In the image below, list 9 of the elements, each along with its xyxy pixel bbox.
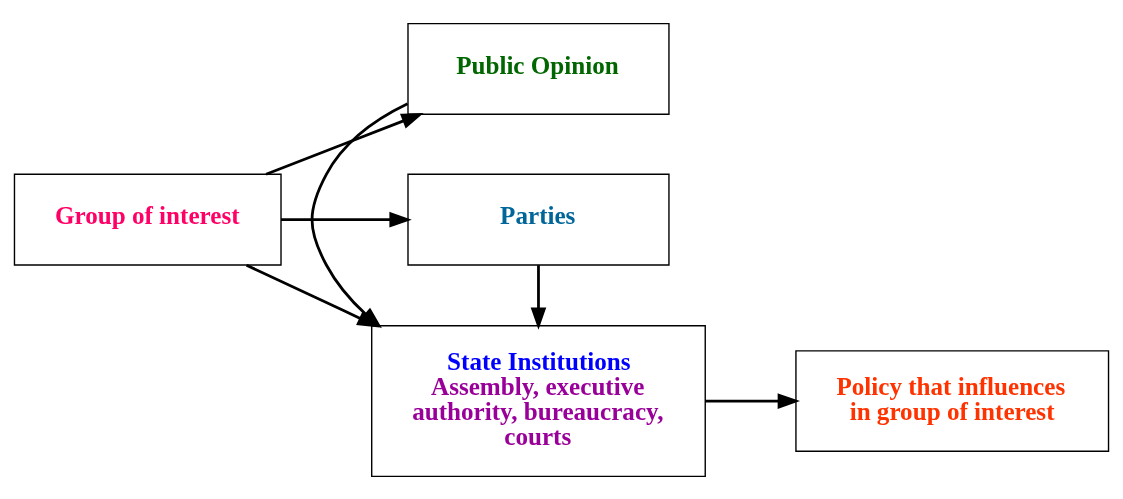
node-box: Parties bbox=[407, 173, 670, 266]
arrow bbox=[705, 392, 800, 409]
node-box: Policy that influences in group of interest bbox=[795, 349, 1110, 452]
node-box: Group of interest bbox=[13, 173, 282, 266]
arrow bbox=[530, 264, 547, 330]
node-box: State Institutions Assembly, executive authority, bureaucracy, courts bbox=[371, 324, 706, 477]
node-box: Public Opinion bbox=[407, 22, 670, 115]
arrow bbox=[281, 211, 412, 227]
arrow bbox=[265, 112, 424, 176]
